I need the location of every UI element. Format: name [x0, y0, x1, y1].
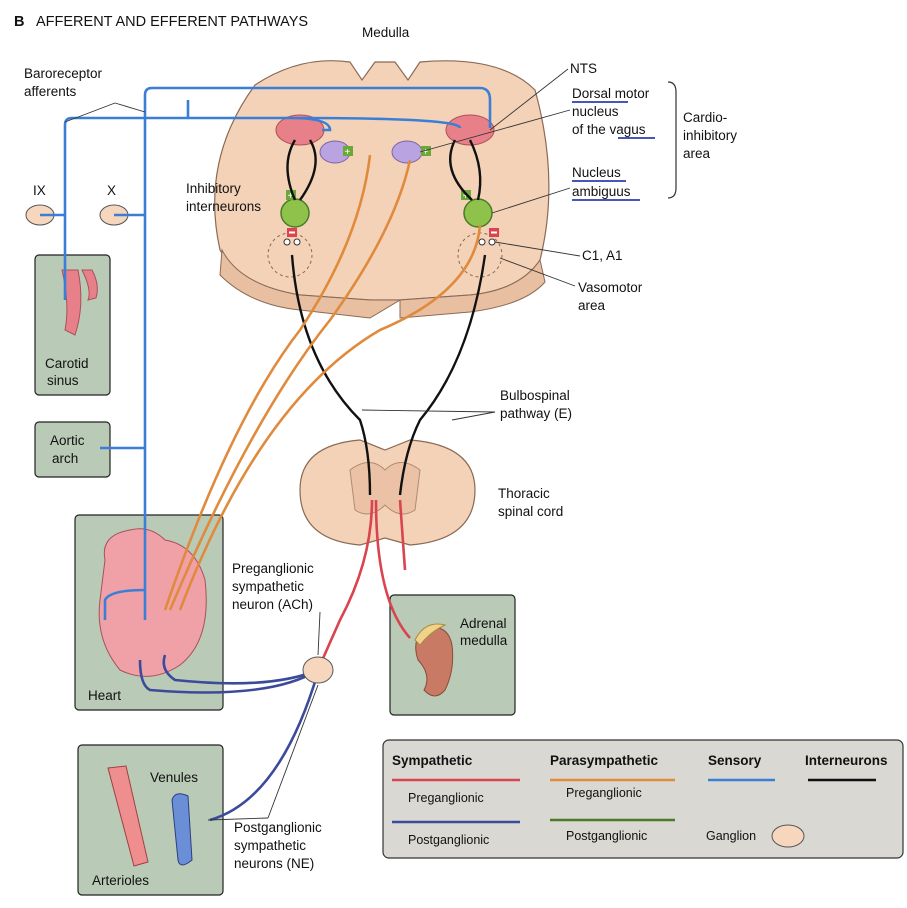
svg-text:+: + [345, 147, 351, 158]
x-label: X [107, 183, 116, 198]
preganglionic-label-1: Preganglionic [232, 561, 314, 576]
ambiguus-label: ambiguus [572, 184, 631, 199]
legend-interneurons: Interneurons [805, 753, 888, 768]
dorsal-motor-label-2: nucleus [572, 104, 619, 119]
adrenal-label-2: medulla [460, 633, 508, 648]
vasomotor-label-2: area [578, 298, 606, 313]
title-text: AFFERENT AND EFFERENT PATHWAYS [36, 14, 308, 30]
thoracic-label-2: spinal cord [498, 504, 563, 519]
dorsal-motor-label-3: of the vagus [572, 122, 646, 137]
baroreceptor-label-2: afferents [24, 84, 77, 99]
c1a1-label: C1, A1 [582, 248, 623, 263]
cardio-label-3: area [683, 146, 711, 161]
cardio-label-1: Cardio- [683, 110, 727, 125]
aortic-arch-panel [35, 422, 110, 477]
spinal-cord [300, 440, 475, 545]
dmv-right [392, 141, 422, 163]
inhibitory-label-2: interneurons [186, 199, 261, 214]
dorsal-motor-label-1: Dorsal motor [572, 86, 650, 101]
vasomotor-label-1: Vasomotor [578, 280, 643, 295]
legend-sympathetic: Sympathetic [392, 753, 473, 768]
legend: Sympathetic Parasympathetic Sensory Inte… [383, 740, 903, 858]
preganglionic-label-2: sympathetic [232, 579, 304, 594]
svg-text:+: + [423, 147, 429, 158]
legend-symp-pre: Preganglionic [408, 791, 484, 805]
aortic-label-1: Aortic [50, 433, 85, 448]
baroreceptor-label-1: Baroreceptor [24, 66, 103, 81]
ix-label: IX [33, 183, 46, 198]
preganglionic-label-3: neuron (ACh) [232, 597, 313, 612]
medulla-section: Medulla + + + + [215, 25, 549, 318]
interneuron-right [464, 199, 492, 227]
cardio-label-2: inhibitory [683, 128, 737, 143]
carotid-label-1: Carotid [45, 356, 89, 371]
postganglionic-label-1: Postganglionic [234, 820, 322, 835]
legend-parasympathetic: Parasympathetic [550, 753, 659, 768]
adrenal-label-1: Adrenal [460, 616, 507, 631]
medulla-label: Medulla [362, 25, 410, 40]
aortic-label-2: arch [52, 451, 78, 466]
heart-label: Heart [88, 688, 121, 703]
legend-para-post: Postganglionic [566, 829, 647, 843]
nts-label: NTS [570, 61, 597, 76]
legend-sensory: Sensory [708, 753, 762, 768]
arterioles-label: Arterioles [92, 873, 149, 888]
bulbospinal-label-2: pathway (E) [500, 406, 572, 421]
legend-ganglion: Ganglion [706, 829, 756, 843]
postganglionic-label-3: neurons (NE) [234, 856, 314, 871]
title-letter: B [14, 14, 24, 30]
carotid-label-2: sinus [47, 373, 79, 388]
postganglionic-label-2: sympathetic [234, 838, 306, 853]
legend-symp-post: Postganglionic [408, 833, 489, 847]
venules-label: Venules [150, 770, 198, 785]
legend-ganglion-icon [772, 825, 804, 847]
thoracic-label-1: Thoracic [498, 486, 550, 501]
interneuron-left [281, 199, 309, 227]
inhibitory-label-1: Inhibitory [186, 181, 241, 196]
bulbospinal-label-1: Bulbospinal [500, 388, 570, 403]
nucleus-label: Nucleus [572, 165, 621, 180]
legend-para-pre: Preganglionic [566, 786, 642, 800]
sympathetic-ganglion [303, 657, 333, 683]
